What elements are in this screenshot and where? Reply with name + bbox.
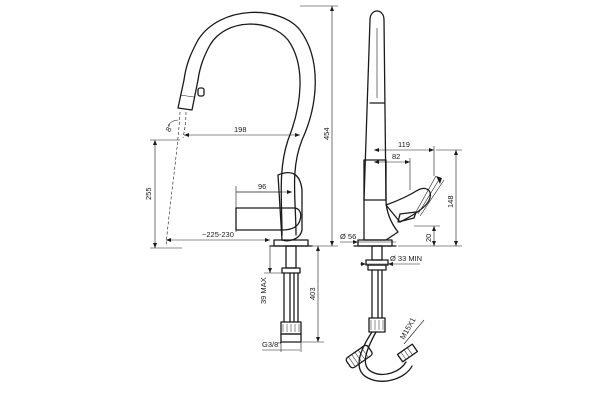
dim-spray-angle: 8° <box>164 123 175 134</box>
dim-reach: 198 <box>234 125 247 134</box>
side-view <box>345 10 445 382</box>
side-dimensions: 119 82 148 20 Ø 56 Ø 33 MIN M15X1 <box>340 140 462 345</box>
side-base <box>357 239 393 247</box>
pull-out-hose <box>358 331 413 382</box>
side-lever <box>385 187 432 223</box>
hose-end-fitting <box>396 343 419 363</box>
spray-angle-arc <box>167 119 179 127</box>
dim-handle-offset: 96 <box>258 182 266 191</box>
mounting-shank <box>285 245 297 269</box>
dim-connection-thread: G3/8" <box>262 340 281 349</box>
dim-lever-reach: 119 <box>398 140 410 149</box>
dim-hose-thread: M15X1 <box>398 316 418 341</box>
lock-nut <box>281 267 301 274</box>
dim-hole-diameter: Ø 33 MIN <box>390 254 422 263</box>
dim-overall-height: 454 <box>322 127 331 140</box>
dim-lever-base: 20 <box>424 234 433 242</box>
side-spout <box>363 10 387 201</box>
hose-spray-head <box>345 344 373 369</box>
dim-spray-reach: ~225-230 <box>202 230 234 239</box>
lever-handle <box>235 207 302 231</box>
dim-lever-offset: 82 <box>392 152 400 161</box>
side-hose-fittings <box>368 317 386 333</box>
spray-head <box>177 79 199 111</box>
dim-base-diameter: Ø 56 <box>340 232 356 241</box>
front-dimensions: 198 96 ~225-230 255 454 403 39 MAX <box>144 5 338 352</box>
spout-outer-curve <box>183 11 316 236</box>
dim-max-deck: 39 MAX <box>259 277 268 304</box>
side-body <box>363 159 399 241</box>
dim-height-to-aerator: 255 <box>144 187 153 200</box>
spray-button <box>197 87 205 97</box>
lever-swing-arrow <box>436 176 442 184</box>
dim-lever-height: 148 <box>446 195 455 208</box>
spout-inner-curve <box>197 23 301 236</box>
dim-below-deck: 403 <box>308 287 317 300</box>
front-view <box>165 11 316 343</box>
